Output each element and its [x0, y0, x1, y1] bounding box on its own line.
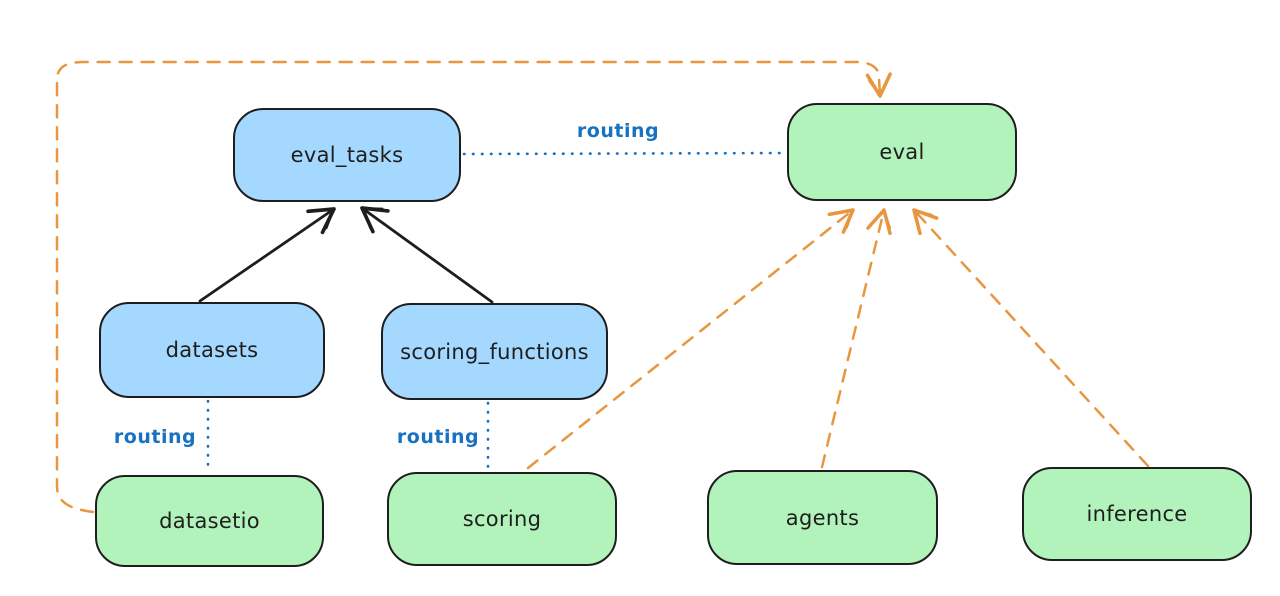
- node-inference: inference: [1022, 467, 1252, 561]
- edge-agents-to-eval: [820, 208, 892, 469]
- routing-label-eval-tasks-eval: routing: [576, 120, 660, 142]
- routing-label-scoring-functions-scoring: routing: [396, 426, 480, 448]
- node-inference-label: inference: [1086, 502, 1188, 526]
- node-eval-tasks: eval_tasks: [233, 108, 461, 202]
- node-eval: eval: [787, 103, 1017, 201]
- node-eval-label: eval: [879, 140, 925, 164]
- node-datasets: datasets: [99, 302, 325, 398]
- edge-datasets-to-eval-tasks: [198, 207, 336, 303]
- edge-eval-tasks-to-eval-routing: [462, 151, 788, 156]
- node-scoring-label: scoring: [462, 507, 542, 531]
- edge-inference-to-eval: [912, 208, 1150, 468]
- node-datasetio-label: datasetio: [159, 509, 260, 533]
- node-datasetio: datasetio: [95, 475, 324, 567]
- node-scoring: scoring: [387, 472, 617, 566]
- node-scoring-functions: scoring_functions: [381, 303, 608, 400]
- routing-label-datasets-datasetio: routing: [113, 426, 197, 448]
- node-agents-label: agents: [785, 505, 860, 530]
- node-agents: agents: [707, 470, 938, 565]
- edge-scoring-functions-to-eval-tasks: [360, 206, 494, 304]
- node-scoring-functions-label: scoring_functions: [400, 339, 589, 364]
- node-datasets-label: datasets: [165, 338, 259, 362]
- node-eval-tasks-label: eval_tasks: [290, 143, 404, 167]
